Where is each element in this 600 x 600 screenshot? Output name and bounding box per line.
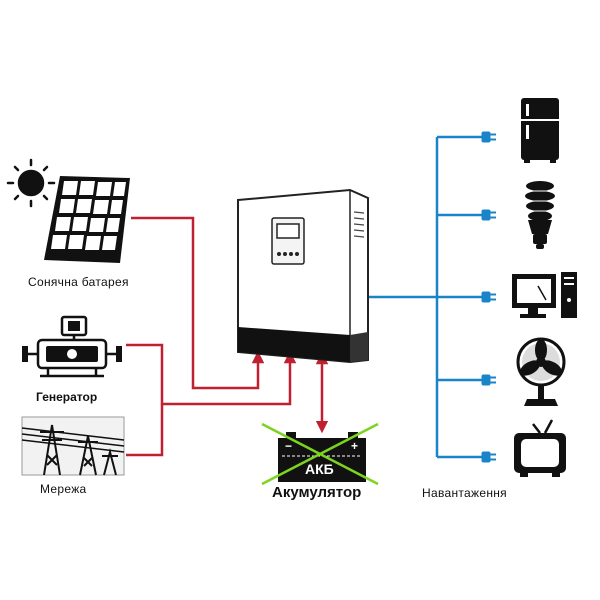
computer-icon <box>512 272 577 318</box>
plugs <box>481 131 496 463</box>
power-tower-icon <box>21 416 125 476</box>
output-lines <box>367 135 482 459</box>
sun-icon <box>6 158 56 208</box>
inverter-icon <box>237 188 369 364</box>
fridge-icon <box>521 98 559 163</box>
grid-line <box>126 404 164 457</box>
solar-label: Сонячна батарея <box>28 275 129 289</box>
plug-icon <box>481 291 496 303</box>
battery-label: Акумулятор <box>272 484 362 501</box>
svg-text:−: − <box>285 439 292 453</box>
solar-panel-icon <box>44 176 130 263</box>
fan-icon <box>516 337 566 406</box>
battery-badge: АКБ <box>305 461 334 477</box>
plug-icon <box>481 374 496 386</box>
generator-icon <box>22 315 122 378</box>
input-lines <box>126 216 329 457</box>
tv-icon <box>514 419 566 477</box>
load-label: Навантаження <box>422 486 507 500</box>
plug-icon <box>481 451 496 463</box>
plug-icon <box>481 209 496 221</box>
battery-cross <box>261 422 379 486</box>
plug-icon <box>481 131 496 143</box>
svg-text:+: + <box>351 439 358 453</box>
lamp-icon <box>525 181 555 249</box>
solar-line <box>131 216 265 390</box>
grid-label: Мережа <box>40 482 87 496</box>
battery-icon: − + <box>278 432 366 482</box>
generator-label: Генератор <box>36 390 98 404</box>
